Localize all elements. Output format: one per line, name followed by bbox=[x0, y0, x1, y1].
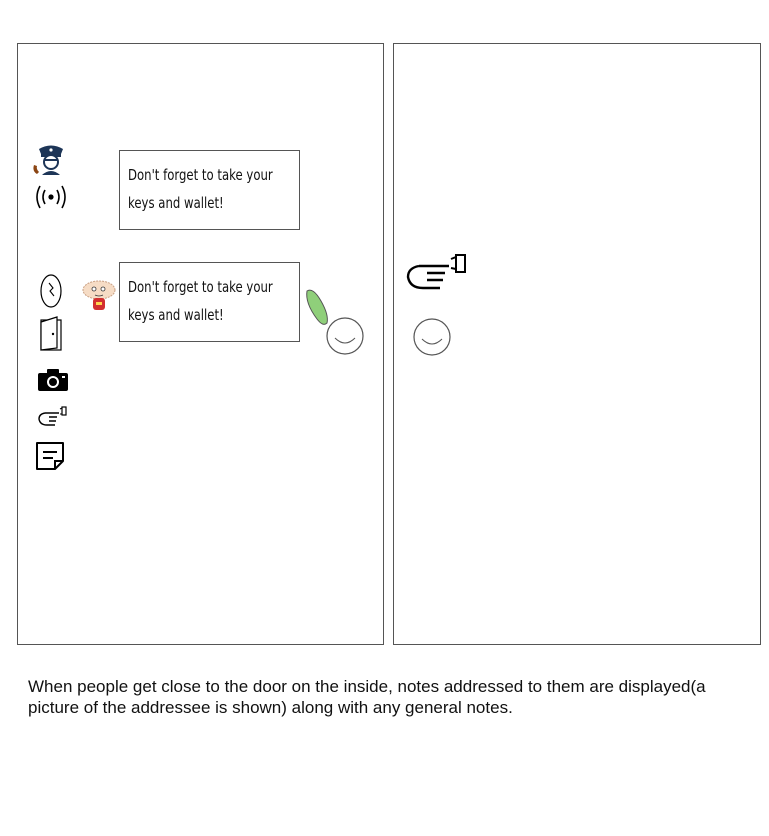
avatar-icon bbox=[82, 280, 116, 310]
caption: When people get close to the door on the… bbox=[28, 677, 706, 717]
note-text: Don't forget to take your keys and walle… bbox=[128, 278, 273, 324]
pointing-hand-doorbell-icon bbox=[38, 406, 67, 426]
pointing-hand-doorbell-icon bbox=[406, 254, 466, 290]
police-phone-icon bbox=[33, 145, 63, 175]
inside-door-panel: Don't forget to take your keys and walle… bbox=[17, 43, 384, 645]
outside-door-panel bbox=[393, 43, 761, 645]
note-card: Don't forget to take your keys and walle… bbox=[119, 150, 300, 230]
camera-icon bbox=[38, 369, 68, 391]
note-text: Don't forget to take your keys and walle… bbox=[128, 166, 273, 212]
proximity-sensor-icon bbox=[326, 317, 364, 355]
door-icon bbox=[40, 316, 62, 351]
sensor-blob-icon bbox=[306, 289, 328, 325]
signal-broadcast-icon bbox=[36, 185, 66, 209]
proximity-sensor-icon bbox=[413, 318, 451, 356]
hand-scan-icon bbox=[40, 274, 62, 308]
note-card: Don't forget to take your keys and walle… bbox=[119, 262, 300, 342]
note-icon bbox=[36, 442, 64, 470]
